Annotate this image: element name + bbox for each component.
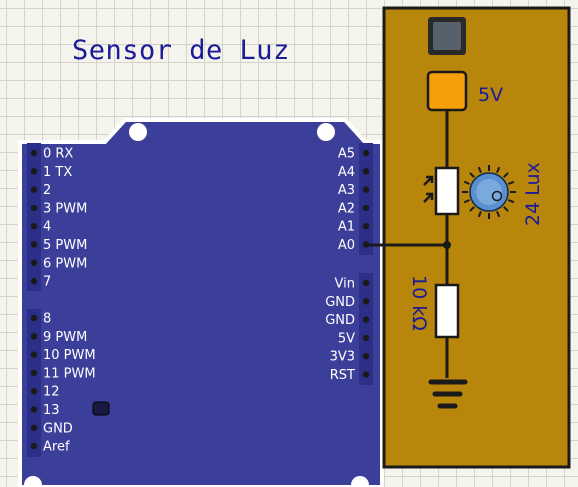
right-pin-label: A1: [338, 220, 355, 235]
left-pin-label: 5 PWM: [43, 238, 87, 253]
right-pin-dot[interactable]: [362, 223, 370, 230]
light-arrows-icon: [423, 175, 434, 203]
right-pin-dot[interactable]: [362, 334, 370, 342]
left-pin-dot[interactable]: [30, 369, 38, 377]
right-pin-label: A5: [338, 147, 355, 162]
left-pin-dot[interactable]: [30, 424, 38, 431]
left-pin-dot[interactable]: [30, 442, 38, 450]
right-pin-dot[interactable]: [362, 371, 370, 378]
right-pin-label: A3: [338, 183, 355, 198]
supply-5v: [426, 70, 468, 112]
knob-tick: [503, 206, 509, 212]
arduino-board: [18, 118, 384, 487]
knob-tick: [469, 206, 475, 212]
right-pin-label: 3V3: [330, 350, 355, 365]
knob-tick: [477, 166, 482, 173]
knob-tick: [503, 172, 509, 178]
left-header-bottom: [27, 309, 41, 457]
ldr-label: 24 Lux: [522, 162, 544, 226]
right-pin-dot[interactable]: [362, 186, 370, 193]
push-button[interactable]: [428, 17, 466, 55]
left-pin-label: 2: [43, 183, 51, 198]
onboard-led-icon: [92, 401, 110, 416]
left-pin-label: 11 PWM: [43, 366, 96, 381]
left-pin-dot[interactable]: [30, 333, 38, 340]
knob-tick: [463, 199, 470, 204]
right-pin-label: GND: [325, 313, 355, 328]
diagram-title: Sensor de Luz: [72, 35, 290, 66]
knob-tick: [508, 180, 515, 185]
wire-a0-to-divider: [366, 241, 451, 249]
right-header-analog: [359, 143, 373, 255]
resistor: [434, 283, 460, 339]
left-pin-dot[interactable]: [30, 168, 38, 175]
right-header-power: [359, 273, 373, 385]
right-pin-dot[interactable]: [362, 168, 370, 175]
left-pin-dot[interactable]: [30, 149, 38, 157]
ground-icon: [428, 379, 468, 409]
left-pin-label: 6 PWM: [43, 256, 87, 271]
left-pin-label: 9 PWM: [43, 330, 87, 345]
left-pin-dot[interactable]: [30, 241, 38, 248]
right-pin-label: A4: [338, 165, 355, 180]
knob-tick: [508, 199, 515, 204]
right-pin-label: GND: [325, 295, 355, 310]
left-pin-dot[interactable]: [30, 259, 38, 266]
left-pin-label: 8: [43, 312, 51, 327]
knob-tick: [496, 211, 501, 218]
left-pin-label: 12: [43, 385, 60, 400]
mounting-hole-icon: [24, 476, 42, 487]
right-pin-dot[interactable]: [362, 204, 370, 212]
left-pin-label: Aref: [43, 440, 70, 455]
knob-tick: [477, 211, 482, 218]
left-pin-label: 0 RX: [43, 147, 73, 162]
right-pin-label: 5V: [338, 331, 355, 346]
left-pin-dot[interactable]: [30, 223, 38, 230]
light-knob-icon[interactable]: [462, 165, 516, 219]
left-pin-label: 1 TX: [43, 165, 72, 180]
resistor-label: 10 kΩ: [408, 275, 430, 331]
right-pin-dot[interactable]: [362, 279, 370, 287]
left-pin-label: 3 PWM: [43, 201, 87, 216]
right-pin-label: Vin: [335, 277, 355, 292]
knob-tick: [496, 166, 501, 173]
mounting-hole-icon: [351, 476, 369, 487]
right-pin-label: A2: [338, 201, 355, 216]
left-pin-label: 13: [43, 403, 60, 418]
left-pin-dot[interactable]: [30, 204, 38, 212]
left-pin-dot[interactable]: [30, 406, 38, 413]
left-pin-dot[interactable]: [30, 388, 38, 395]
breadboard-panel: [382, 6, 571, 469]
left-pin-label: GND: [43, 421, 73, 436]
right-pin-dot[interactable]: [362, 316, 370, 323]
ldr-sensor: [434, 166, 460, 216]
right-pin-dot[interactable]: [362, 298, 370, 305]
left-pin-dot[interactable]: [30, 314, 38, 322]
supply-label: 5V: [478, 84, 503, 106]
left-pin-dot[interactable]: [30, 351, 38, 358]
right-pin-dot[interactable]: [362, 149, 370, 157]
left-pin-dot[interactable]: [30, 277, 38, 285]
left-pin-label: 7: [43, 275, 51, 290]
knob-tick: [463, 180, 470, 185]
left-pin-dot[interactable]: [30, 186, 38, 193]
right-pin-label: A0: [338, 238, 355, 253]
mounting-hole-icon: [317, 123, 335, 141]
mounting-hole-icon: [129, 123, 147, 141]
right-pin-dot[interactable]: [362, 353, 370, 360]
left-header-top: [27, 143, 41, 291]
left-pin-label: 10 PWM: [43, 348, 96, 363]
left-pin-label: 4: [43, 220, 51, 235]
knob-tick: [469, 172, 475, 178]
right-pin-label: RST: [330, 368, 355, 383]
